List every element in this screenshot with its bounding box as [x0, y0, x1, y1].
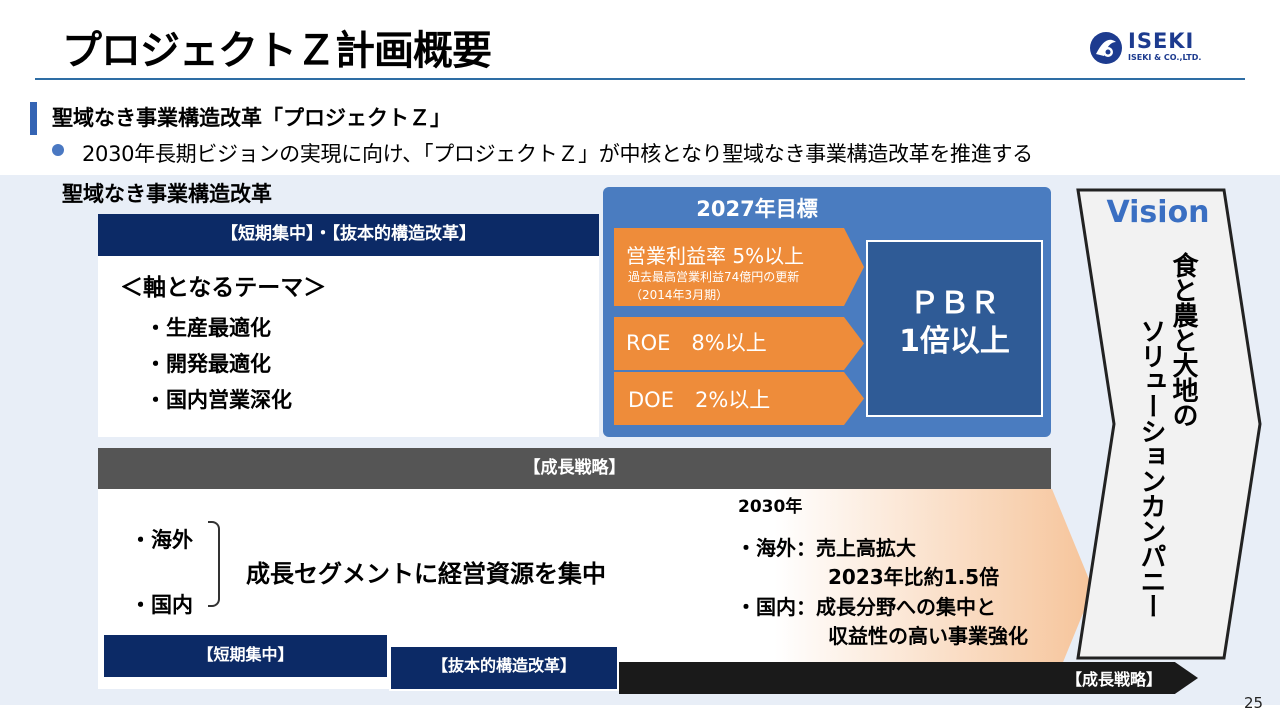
theme-box — [98, 256, 599, 437]
operating-margin-label: 営業利益率 5%以上 — [626, 244, 805, 268]
region-domestic: ・国内 — [130, 593, 193, 617]
growth-timeline-bar — [619, 662, 1198, 694]
pbr-box — [866, 240, 1043, 417]
iseki-logo-icon — [1090, 32, 1122, 64]
operating-margin-arrow — [614, 228, 864, 306]
section-bullet-text: 2030年長期ビジョンの実現に向け、「プロジェクトＺ」が中核となり聖域なき事業構… — [82, 142, 1033, 166]
section-accent-bar — [30, 102, 37, 135]
pbr-value: 1倍以上 — [899, 324, 1010, 359]
logo-wordmark: ISEKI — [1128, 29, 1195, 53]
timeline-short-term: 【短期集中】 — [102, 633, 389, 679]
reform-heading: 聖域なき事業構造改革 — [62, 182, 272, 206]
doe-label: DOE 2%以上 — [628, 388, 771, 412]
growth-band: 【成長戦略】 — [98, 448, 1051, 489]
vision-text-line2: ソリューションカンパニー — [1136, 318, 1166, 618]
operating-margin-note: 過去最高営業利益74億円の更新 — [628, 270, 800, 284]
growth-focus-text: 成長セグメントに経営資源を集中 — [246, 560, 606, 588]
reform-band: 【短期集中】・【抜本的構造改革】 — [98, 214, 599, 256]
plan-domestic: ・国内：成長分野への集中と — [736, 595, 996, 619]
page-title: プロジェクトＺ計画概要 — [62, 28, 492, 74]
pbr-text: ＰＢＲ 1倍以上 — [866, 285, 1043, 361]
vision-chevron — [1076, 188, 1262, 660]
section-title: 聖域なき事業構造改革「プロジェクトＺ」 — [52, 106, 451, 130]
plan-overseas-detail: 2023年比約1.5倍 — [828, 565, 1000, 589]
roe-arrow — [614, 317, 864, 370]
vision-text-line1: 食と農と大地の — [1168, 252, 1198, 427]
plan-year: 2030年 — [738, 497, 803, 517]
timeline-structural-reform: 【抜本的構造改革】 — [389, 645, 619, 691]
title-divider — [35, 78, 1245, 80]
logo-company-name: ISEKI & CO.,LTD. — [1128, 53, 1202, 62]
plan-domestic-detail: 収益性の高い事業強化 — [828, 624, 1028, 648]
target-title: 2027年目標 — [696, 197, 818, 221]
region-overseas: ・海外 — [130, 528, 193, 552]
vision-title: Vision — [1106, 195, 1210, 230]
theme-heading: ＜軸となるテーマ＞ — [120, 275, 327, 301]
bullet-icon — [52, 144, 64, 156]
theme-item-production: ・生産最適化 — [145, 316, 271, 340]
doe-arrow — [614, 372, 864, 425]
brace-icon — [208, 521, 220, 607]
theme-item-development: ・開発最適化 — [145, 352, 271, 376]
roe-label: ROE 8%以上 — [626, 331, 767, 355]
plan-overseas: ・海外：売上高拡大 — [736, 536, 916, 560]
page-number: 25 — [1244, 694, 1264, 712]
pbr-label: ＰＢＲ — [909, 286, 1000, 321]
operating-margin-period: （2014年3月期） — [630, 288, 729, 302]
timeline-growth-label: 【成長戦略】 — [1066, 670, 1163, 689]
theme-item-sales: ・国内営業深化 — [145, 388, 292, 412]
